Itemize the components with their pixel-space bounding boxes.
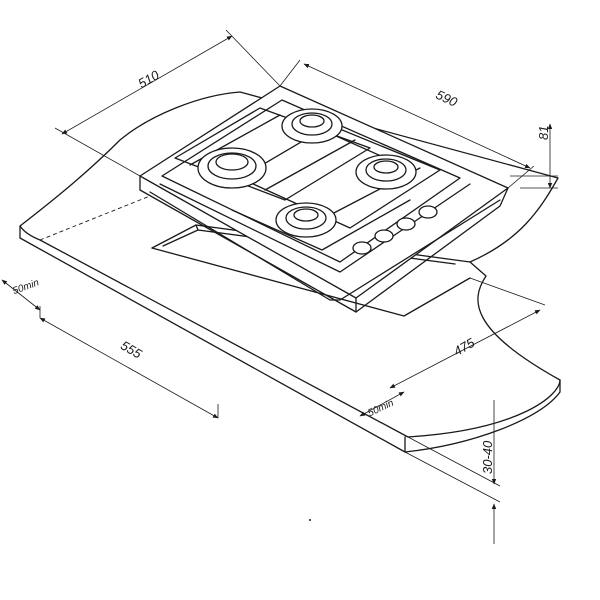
dim-label-50min-side: 50min — [11, 277, 41, 297]
dimension-side-margin: 50min — [2, 277, 41, 310]
dim-label-81: 81 — [536, 126, 551, 140]
dimension-cutout-width: 555 — [40, 306, 218, 418]
stray-mark — [309, 519, 311, 521]
dim-label-590: 590 — [434, 87, 461, 110]
dim-label-510: 510 — [135, 67, 162, 91]
dim-label-30-40: 30-40 — [480, 440, 495, 474]
dim-label-555: 555 — [118, 338, 145, 362]
burner-icon — [356, 155, 416, 189]
burner-icon — [276, 203, 336, 237]
burner-icon — [198, 148, 266, 188]
burner-icon — [282, 109, 342, 143]
